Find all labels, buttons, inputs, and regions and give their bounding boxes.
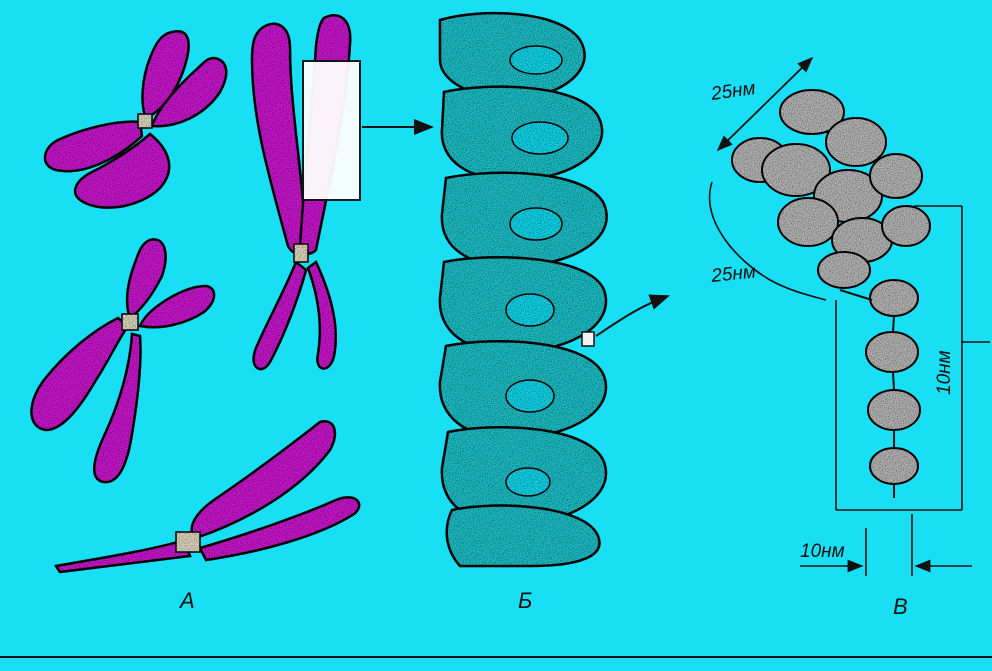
fiber-segment-marker <box>582 332 594 346</box>
coiled-fiber <box>440 13 607 566</box>
nucleosome-cluster <box>732 90 930 288</box>
chromosome-3 <box>31 239 214 482</box>
chromosome-1 <box>45 31 226 207</box>
bottom-strip <box>0 658 992 671</box>
chromatin-diagram: 25нм 25нм 10нм 10нм А Б В <box>0 0 992 656</box>
panel-label-a: А <box>178 588 195 613</box>
chain-width-label: 10нм <box>800 541 845 562</box>
fiber-width-label: 25нм <box>709 78 757 105</box>
panel-label-b: Б <box>518 588 532 613</box>
selection-box <box>303 61 360 200</box>
panel-label-c: В <box>893 594 908 619</box>
nucleosome-height-label: 25нм <box>709 261 757 287</box>
linker-length-label: 10нм <box>934 350 955 395</box>
